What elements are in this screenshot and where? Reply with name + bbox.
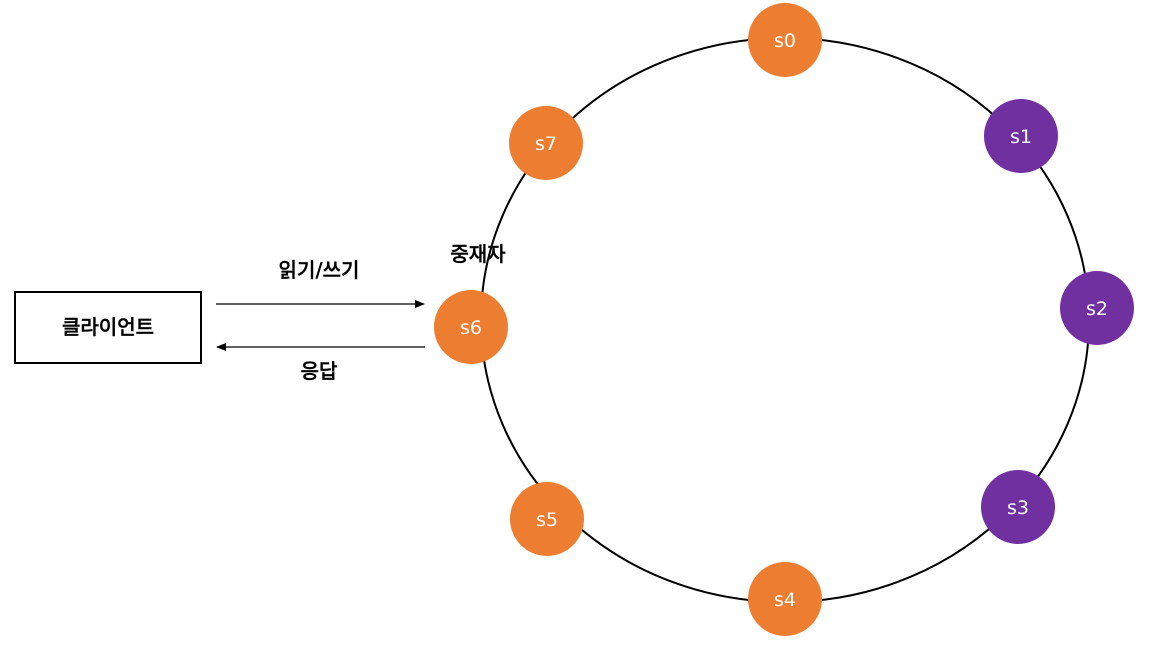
node-label: s6	[460, 317, 482, 339]
node-label: s4	[774, 589, 796, 611]
node-label: s0	[774, 30, 796, 52]
node-circle	[748, 562, 822, 636]
node-circle	[981, 470, 1055, 544]
ring-node-s7[interactable]: s7	[509, 106, 583, 180]
response-label: 응답	[301, 359, 338, 383]
client-box[interactable]: 클라이언트	[14, 291, 202, 364]
node-circle	[509, 106, 583, 180]
request-label: 읽기/쓰기	[279, 258, 360, 282]
node-label: s7	[535, 133, 557, 155]
ring-node-s6[interactable]: s6	[434, 290, 508, 364]
coordinator-label: 중재자	[450, 242, 506, 266]
node-circle	[1060, 271, 1134, 345]
node-label: s3	[1007, 497, 1029, 519]
ring-node-s3[interactable]: s3	[981, 470, 1055, 544]
client-label: 클라이언트	[62, 315, 154, 339]
node-circle	[510, 482, 584, 556]
node-circle	[984, 99, 1058, 173]
node-label: s1	[1010, 126, 1032, 148]
node-circle	[748, 3, 822, 77]
node-label: s2	[1086, 298, 1108, 320]
node-circle	[434, 290, 508, 364]
ring-node-s2[interactable]: s2	[1060, 271, 1134, 345]
ring-node-s0[interactable]: s0	[748, 3, 822, 77]
ring-node-s4[interactable]: s4	[748, 562, 822, 636]
node-label: s5	[536, 509, 558, 531]
ring-node-s1[interactable]: s1	[984, 99, 1058, 173]
ring-node-s5[interactable]: s5	[510, 482, 584, 556]
